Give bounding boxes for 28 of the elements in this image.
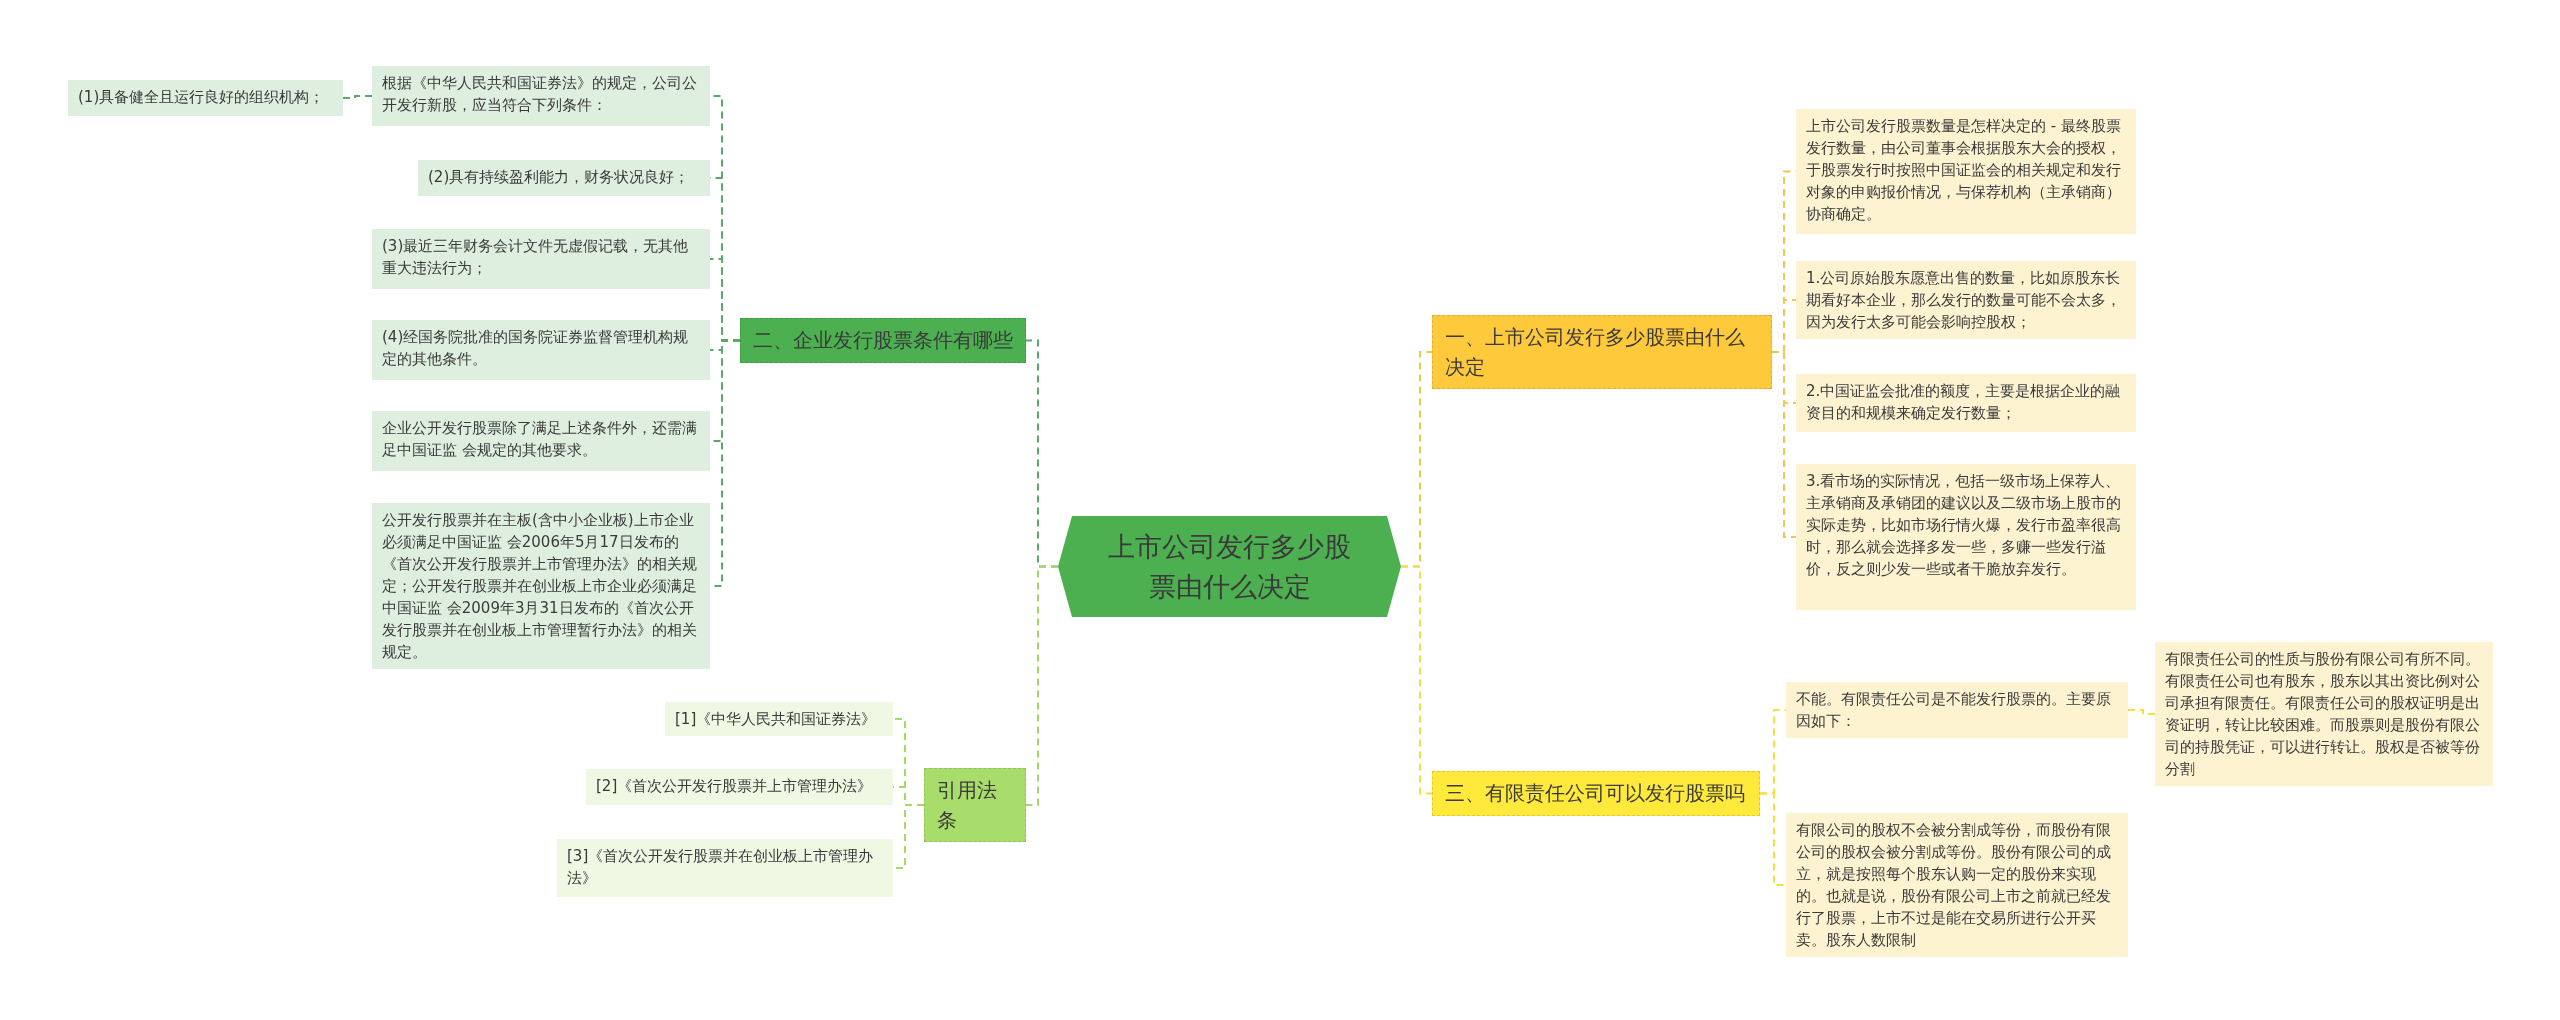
subtopic-box: 企业公开发行股票除了满足上述条件外，还需满足中国证监 会规定的其他要求。 (372, 411, 710, 471)
subtopic-box: (2)具有持续盈利能力，财务状况良好； (418, 160, 710, 196)
subtopic-box: [1]《中华人民共和国证券法》 (665, 702, 893, 736)
subtopic-box: [3]《首次公开发行股票并在创业板上市管理办法》 (557, 839, 893, 897)
subtopic-box: 公开发行股票并在主板(含中小企业板)上市企业必须满足中国证监 会2006年5月17日发布的《首次公开发行股票并上市管理办法》的相关规定；公开发行股票并在创业板上市企业必须满足中国证监 会2009年3月31日发布的《首次公开发行股票并在创业板上市管理暂行办法》的相关规定。 (372, 503, 710, 669)
subtopic-box: (4)经国务院批准的国务院证券监督管理机构规定的其他条件。 (372, 320, 710, 380)
central-topic-hexagon: 上市公司发行多少股票由什么决定 (1058, 516, 1401, 617)
subtopic-box: 根据《中华人民共和国证券法》的规定，公司公开发行新股，应当符合下列条件： (372, 66, 710, 126)
topic-box: 二、企业发行股票条件有哪些 (740, 318, 1026, 363)
subtopic-box: 上市公司发行股票数量是怎样决定的 - 最终股票发行数量，由公司董事会根据股东大会的授权，于股票发行时按照中国证监会的相关规定和发行对象的申购报价情况，与保荐机构（主承销商）协商确定。 (1796, 109, 2136, 234)
subtopic-box: 2.中国证监会批准的额度，主要是根据企业的融资目的和规模来确定发行数量； (1796, 374, 2136, 432)
connector-line (2127, 709, 2156, 715)
subtopic-box: 1.公司原始股东愿意出售的数量，比如原股东长期看好本企业，那么发行的数量可能不会太多，因为发行太多可能会影响控股权； (1796, 261, 2136, 339)
subtopic-box: 3.看市场的实际情况，包括一级市场上保荐人、主承销商及承销团的建议以及二级市场上股市的实际走势，比如市场行情火爆，发行市盈率很高时，那么就会选择多发一些，多赚一些发行溢价，反之则少发一些或者干脆放弃发行。 (1796, 464, 2136, 610)
subtopic-box: 有限责任公司的性质与股份有限公司有所不同。有限责任公司也有股东，股东以其出资比例对公司承担有限责任。有限责任公司的股权证明是出资证明，转让比较困难。而股票则是股份有限公司的持股凭证，可以进行转让。股权是否被等份分割 (2155, 642, 2493, 786)
subtopic-box: (1)具备健全且运行良好的组织机构； (68, 80, 343, 116)
topic-box: 三、有限责任公司可以发行股票吗 (1432, 771, 1760, 816)
connector-line (1771, 351, 1797, 538)
subtopic-box: 有限公司的股权不会被分割成等份，而股份有限公司的股权会被分割成等份。股份有限公司的成立，就是按照每个股东认购一定的股份来实现的。也就是说，股份有限公司上市之前就已经发行了股票，上市不过是能在交易所进行公开买卖。股东人数限制 (1786, 813, 2128, 957)
subtopic-box: [2]《首次公开发行股票并上市管理办法》 (586, 769, 893, 805)
subtopic-box: (3)最近三年财务会计文件无虚假记载，无其他重大违法行为； (372, 229, 710, 289)
topic-box: 一、上市公司发行多少股票由什么决定 (1432, 315, 1772, 389)
connector-line (1759, 792, 1787, 886)
topic-box: 引用法条 (924, 768, 1026, 842)
subtopic-box: 不能。有限责任公司是不能发行股票的。主要原因如下： (1786, 682, 2128, 738)
connector-line (1400, 565, 1433, 795)
connector-line (342, 95, 373, 99)
connector-line (1025, 565, 1059, 806)
